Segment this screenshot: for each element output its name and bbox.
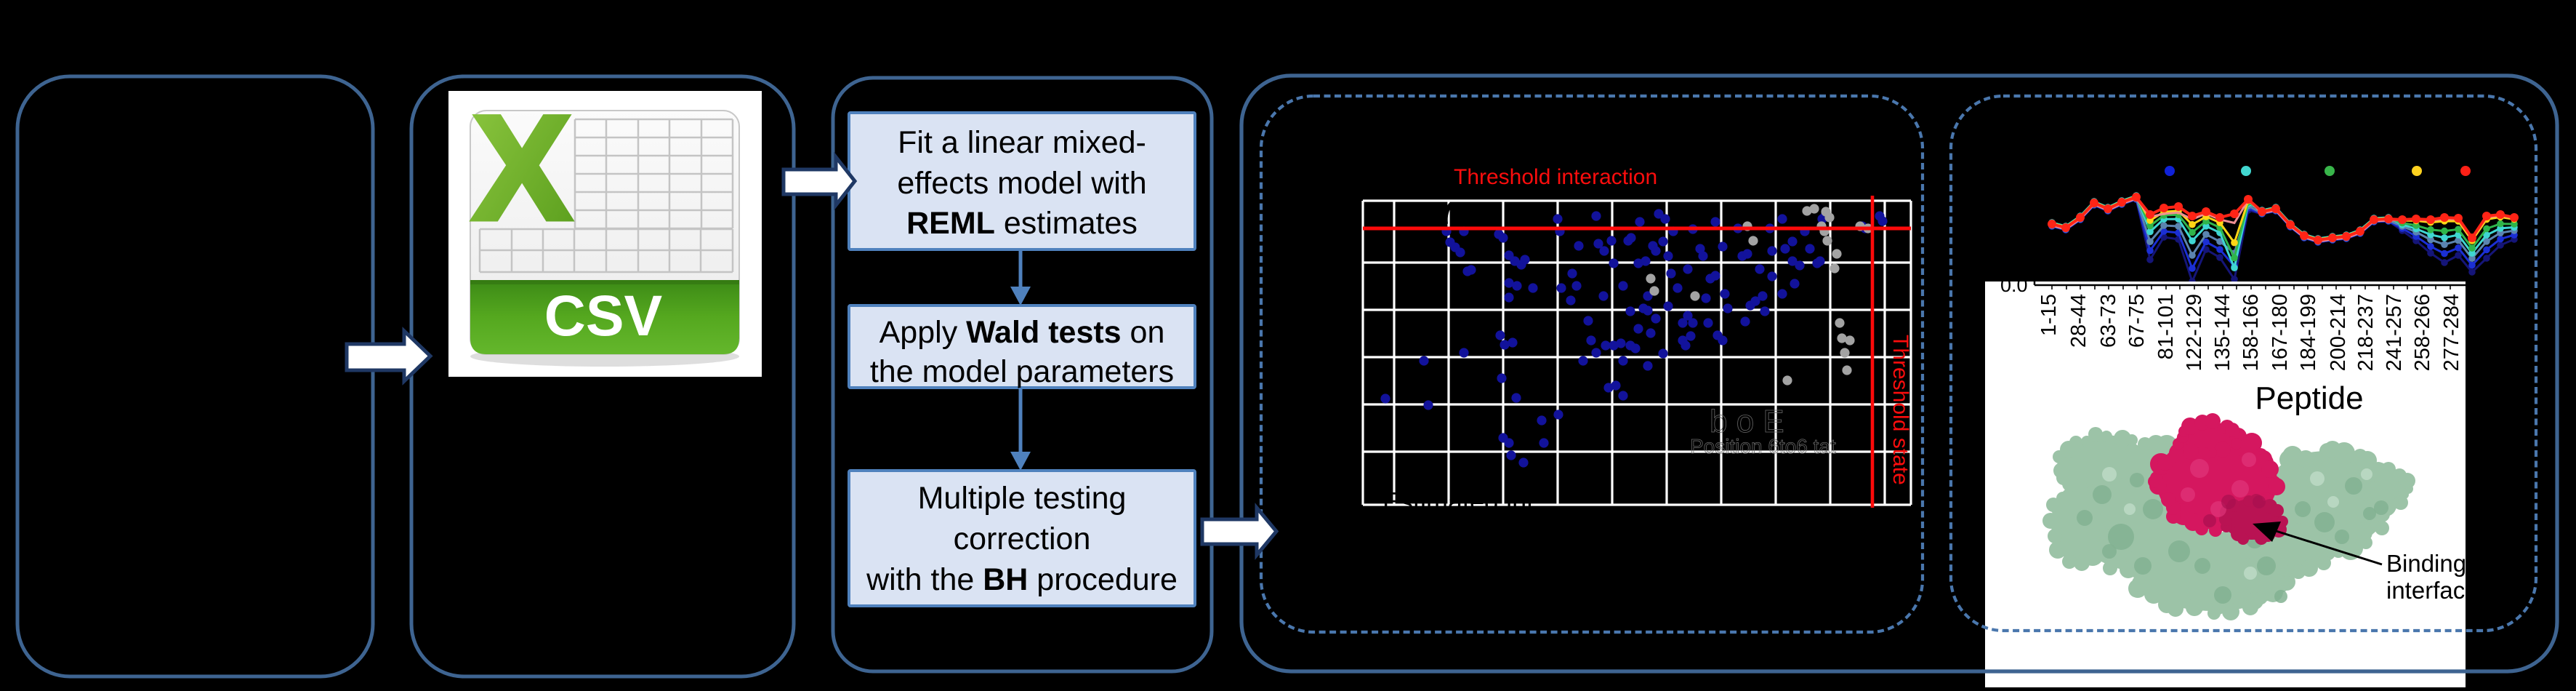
svg-text:1-15: 1-15 <box>2037 294 2061 336</box>
svg-text:258-266: 258-266 <box>2411 294 2434 371</box>
svg-text:X: X <box>472 85 571 251</box>
svg-text:167-180: 167-180 <box>2269 294 2292 371</box>
svg-text:200-214: 200-214 <box>2327 294 2350 371</box>
svg-text:interface: interface <box>2386 577 2479 604</box>
svg-text:184-199: 184-199 <box>2297 294 2320 371</box>
svg-text:Binding: Binding <box>2386 550 2466 577</box>
svg-text:Estimated int: Estimated int <box>1382 487 1534 516</box>
svg-text:0.0: 0.0 <box>2000 274 2028 296</box>
svg-text:218-237: 218-237 <box>2354 294 2378 371</box>
svg-text:with the BH procedure: with the BH procedure <box>866 562 1178 597</box>
svg-text:REML estimates: REML estimates <box>906 206 1138 241</box>
svg-text:Threshold state: Threshold state <box>1888 335 1912 485</box>
svg-text:Multiple testing: Multiple testing <box>918 481 1127 516</box>
svg-text:135-144: 135-144 <box>2211 294 2234 371</box>
svg-text:Apply Wald tests on: Apply Wald tests on <box>880 315 1165 350</box>
svg-text:Fit a linear mixed-: Fit a linear mixed- <box>898 125 1146 160</box>
svg-text:67-75: 67-75 <box>2125 294 2149 348</box>
svg-text:81-101: 81-101 <box>2154 294 2178 359</box>
svg-text:CSV: CSV <box>544 283 663 348</box>
svg-text:effects model with: effects model with <box>897 166 1146 201</box>
svg-text:63-73: 63-73 <box>2097 294 2120 348</box>
svg-text:Threshold interaction: Threshold interaction <box>1454 165 1657 189</box>
svg-text:122-129: 122-129 <box>2183 294 2206 371</box>
svg-text:28-44: 28-44 <box>2067 294 2090 348</box>
svg-text:Peptide: Peptide <box>2255 380 2363 416</box>
svg-text:158-166: 158-166 <box>2239 294 2263 371</box>
svg-text:241-257: 241-257 <box>2383 294 2406 371</box>
svg-text:Position 6to6 tat: Position 6to6 tat <box>1690 435 1836 458</box>
svg-text:the model parameters: the model parameters <box>870 354 1174 389</box>
svg-text:277-284: 277-284 <box>2440 294 2463 371</box>
svg-text:correction: correction <box>954 522 1091 556</box>
svg-text:b o E: b o E <box>1710 404 1784 439</box>
